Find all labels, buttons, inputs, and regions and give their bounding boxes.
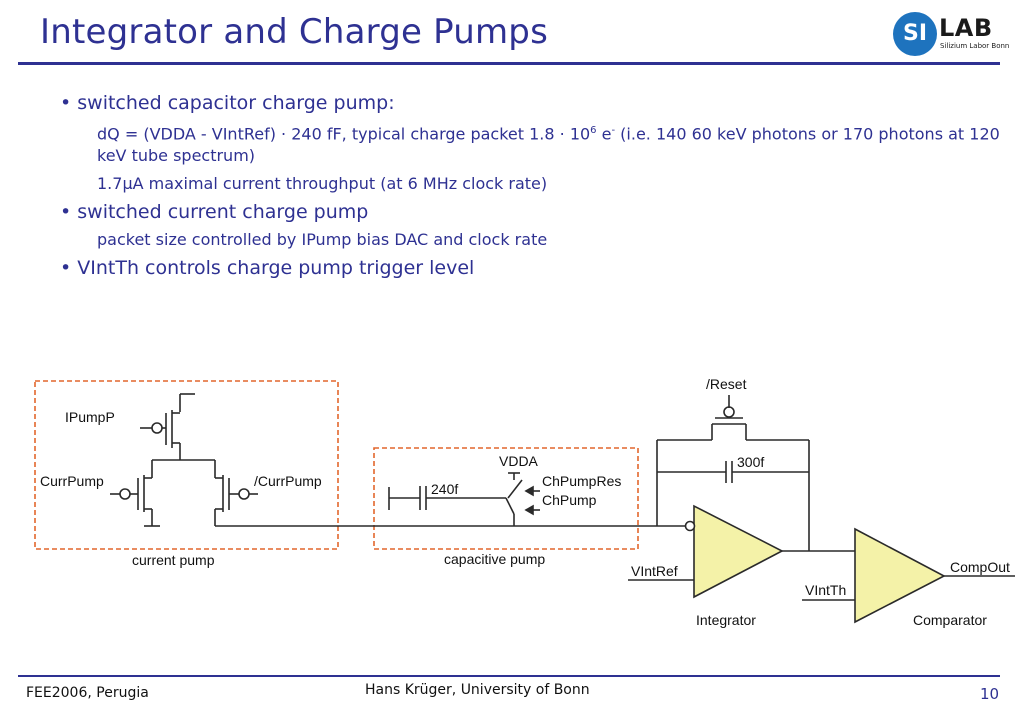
current-pump-box	[34, 380, 339, 550]
ipumpp-transistor	[140, 393, 195, 460]
superscript-minus: -	[611, 125, 616, 136]
label-ipumpp: IPumpP	[65, 409, 115, 425]
label-300f: 300f	[737, 454, 764, 470]
sub-text: dQ = (VDDA - VIntRef) · 240 fF, typical …	[97, 124, 591, 144]
sub-text: e	[596, 124, 612, 144]
sub-bullet-item: 1.7μA maximal current throughput (at 6 M…	[97, 173, 1000, 195]
label-240f: 240f	[431, 481, 458, 497]
cap-240f	[388, 486, 506, 510]
page-number: 10	[980, 685, 1000, 703]
sub-bullet-item: packet size controlled by IPump bias DAC…	[97, 229, 1000, 251]
pump-switch	[505, 472, 540, 526]
logo-mark: SI	[893, 12, 937, 56]
comparator-amplifier	[854, 527, 946, 624]
silab-logo: SI LAB Silizium Labor Bonn	[893, 10, 1009, 56]
logo-subtitle: Silizium Labor Bonn	[940, 42, 1010, 50]
feedback-cap-300f	[656, 440, 810, 551]
label-integrator: Integrator	[696, 612, 756, 628]
sub-text: 1.7μA maximal current throughput (at 6 M…	[97, 174, 548, 194]
label-current-pump: current pump	[132, 552, 215, 568]
exponent: 6	[590, 125, 597, 136]
bullet-text: switched current charge pump	[77, 201, 369, 224]
bullet-item: • VIntTh controls charge pump trigger le…	[60, 257, 475, 280]
label-currpump: CurrPump	[40, 473, 104, 489]
label-vintth: VIntTh	[805, 582, 846, 598]
label-chpumpres: ChPumpRes	[542, 473, 621, 489]
integrator-amplifier	[693, 504, 784, 599]
bullet-item: • switched current charge pump	[60, 201, 369, 224]
integrator-inverting-input	[684, 520, 696, 532]
label-capacitive-pump: capacitive pump	[444, 551, 545, 567]
reset-transistor	[657, 395, 809, 441]
sub-bullet-item: dQ = (VDDA - VIntRef) · 240 fF, typical …	[97, 120, 1000, 167]
footer-event: FEE2006, Perugia	[26, 685, 149, 701]
bullet-text: switched capacitor charge pump:	[77, 92, 395, 114]
title-divider	[18, 62, 1000, 65]
label-vintref: VIntRef	[631, 563, 678, 579]
bullet-text: VIntTh controls charge pump trigger leve…	[77, 257, 475, 280]
logo-name: LAB	[939, 14, 993, 42]
label-vdda: VDDA	[499, 453, 539, 469]
label-reset: /Reset	[706, 376, 747, 392]
footer-divider	[18, 675, 1000, 677]
sub-text: packet size controlled by IPump bias DAC…	[97, 230, 548, 250]
label-compout: CompOut	[950, 559, 1010, 575]
slide-title: Integrator and Charge Pumps	[40, 12, 548, 52]
label-currpump-n: /CurrPump	[254, 473, 322, 489]
bullet-item: • switched capacitor charge pump:	[60, 92, 395, 114]
diff-pair-transistors	[110, 459, 258, 527]
label-chpump: ChPump	[542, 492, 597, 508]
capacitive-pump-box	[373, 447, 639, 550]
bullet-list: • switched capacitor charge pump: dQ = (…	[60, 92, 1000, 285]
circuit-diagram: IPumpP CurrPump /CurrPump current pump V…	[34, 376, 1015, 628]
sub-text: (i.e. 140 60 keV photons or 170 photons …	[97, 124, 1000, 166]
label-comparator: Comparator	[913, 612, 987, 628]
footer-author: Hans Krüger, University of Bonn	[365, 682, 590, 698]
